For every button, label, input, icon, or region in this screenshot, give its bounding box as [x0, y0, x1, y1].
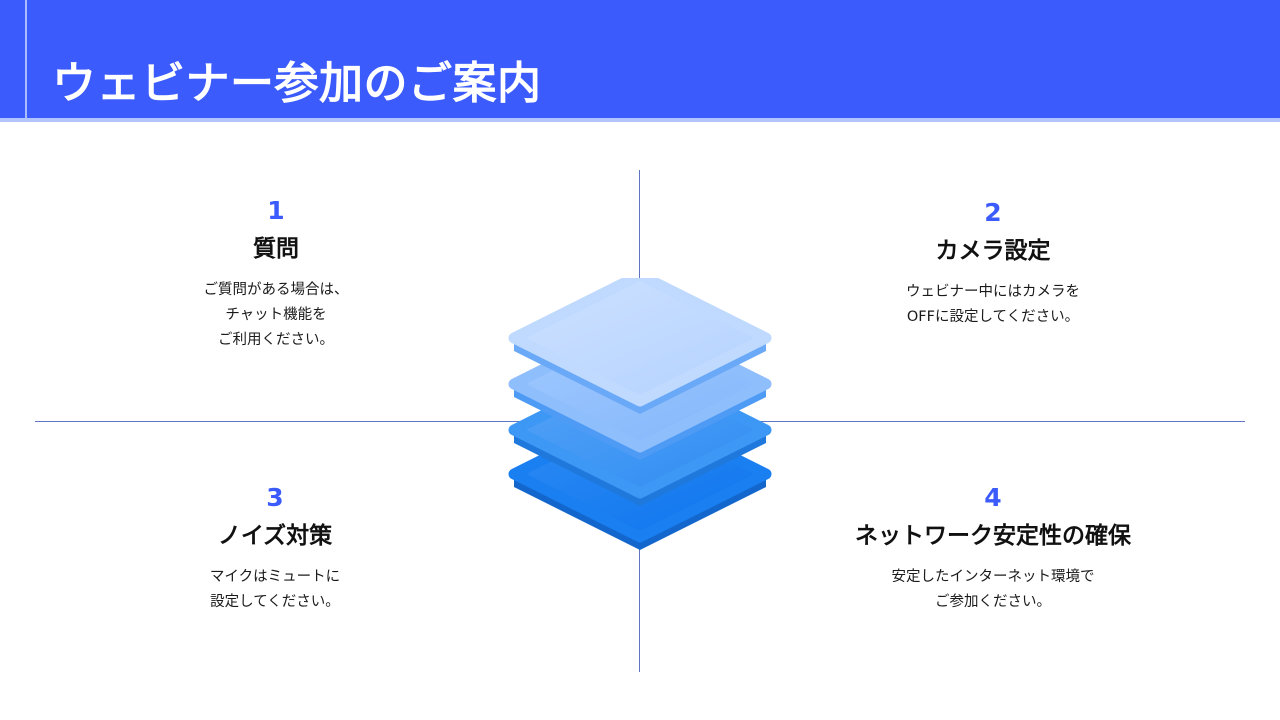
- quadrant-3-body-line-2: 設定してください。: [210, 594, 340, 610]
- quadrant-2-body: ウェビナー中にはカメラを OFFに設定してください。: [862, 280, 1124, 330]
- quadrant-2-body-line-2: OFFに設定してください。: [906, 309, 1080, 325]
- quadrant-1-body-line-1: ご質問がある場合は、: [203, 282, 349, 298]
- page-title: ウェビナー参加のご案内: [52, 58, 542, 110]
- header-accent-line: [25, 0, 27, 122]
- quadrant-1-number: 1: [267, 196, 285, 225]
- quadrant-3-body-line-1: マイクはミュートに: [209, 569, 341, 585]
- quadrant-2-number: 2: [984, 198, 1002, 227]
- header-bar: ウェビナー参加のご案内: [0, 0, 1280, 122]
- quadrant-1-body-line-2: チャット機能を: [225, 307, 327, 323]
- quadrant-3-title: ノイズ対策: [217, 523, 333, 549]
- quadrant-3: 3 ノイズ対策 マイクはミュートに 設定してください。: [150, 483, 400, 615]
- quadrant-4-body-line-2: ご参加ください。: [935, 594, 1051, 610]
- quadrant-4: 4 ネットワーク安定性の確保 安定したインターネット環境で ご参加ください。: [790, 483, 1196, 615]
- quadrant-2-title: カメラ設定: [935, 238, 1051, 264]
- quadrant-3-body: マイクはミュートに 設定してください。: [150, 565, 400, 615]
- quadrant-1-body: ご質問がある場合は、 チャット機能を ご利用ください。: [145, 278, 407, 353]
- quadrant-4-body: 安定したインターネット環境で ご参加ください。: [790, 565, 1196, 615]
- stacked-layers-svg: [508, 278, 772, 550]
- quadrant-1: 1 質問 ご質問がある場合は、 チャット機能を ご利用ください。: [145, 196, 407, 353]
- quadrant-3-number: 3: [266, 483, 284, 512]
- stacked-layers-graphic: [508, 278, 772, 556]
- layer-1-face: [508, 278, 772, 407]
- quadrant-4-body-line-1: 安定したインターネット環境で: [891, 569, 1095, 585]
- quadrant-2: 2 カメラ設定 ウェビナー中にはカメラを OFFに設定してください。: [862, 198, 1124, 330]
- quadrant-1-title: 質問: [253, 236, 299, 262]
- layer-1: [508, 278, 772, 414]
- header-bottom-edge: [0, 118, 1280, 122]
- quadrant-2-body-line-1: ウェビナー中にはカメラを: [906, 284, 1080, 300]
- quadrant-4-number: 4: [984, 483, 1002, 512]
- quadrant-4-title: ネットワーク安定性の確保: [855, 523, 1131, 549]
- quadrant-1-body-line-3: ご利用ください。: [218, 332, 334, 348]
